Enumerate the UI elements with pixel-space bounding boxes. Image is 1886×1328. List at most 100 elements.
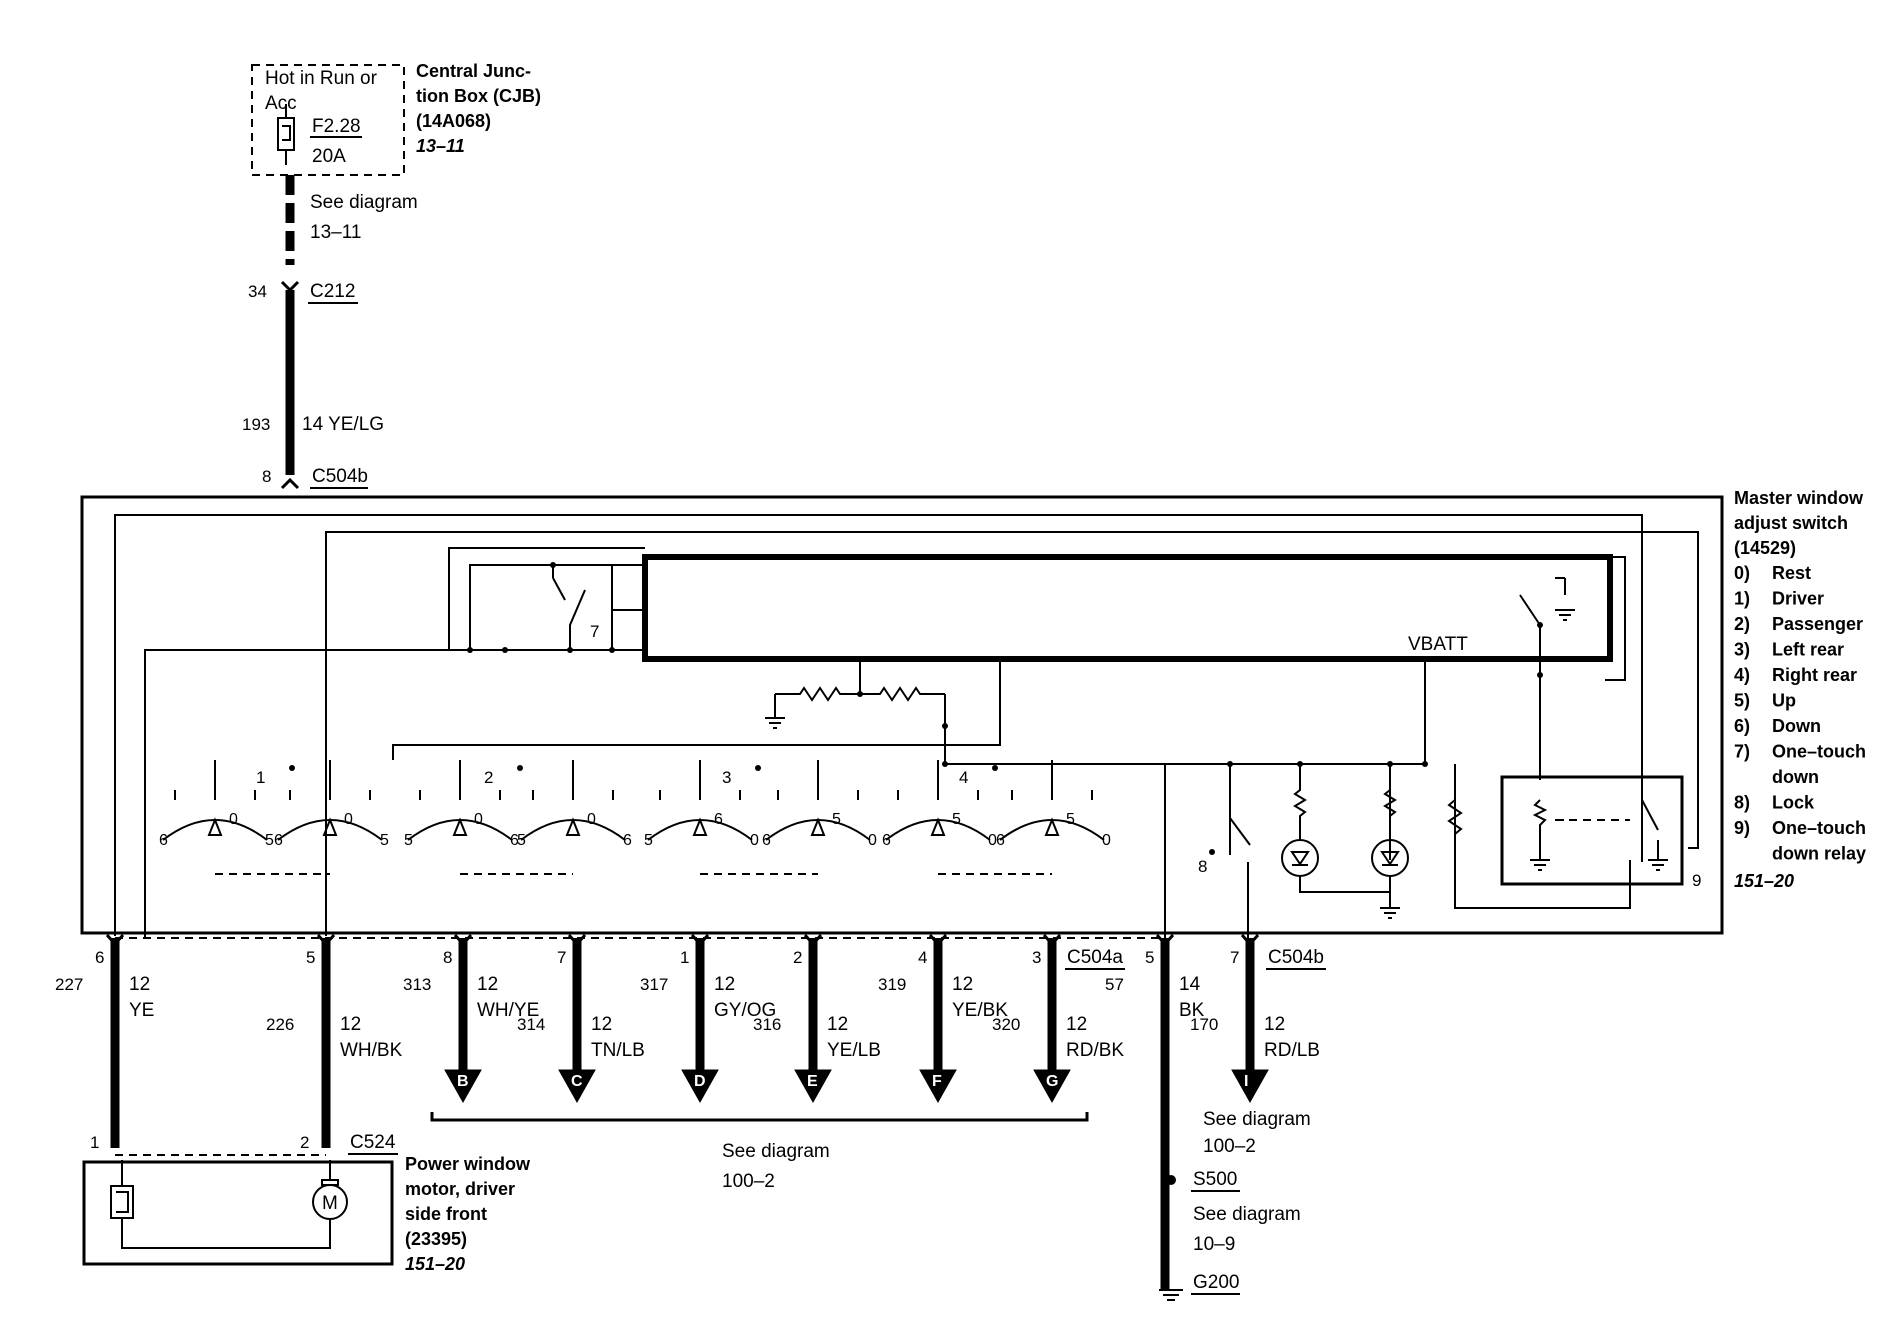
motor-outline [82, 1160, 394, 1266]
lock-switch [1229, 764, 1251, 938]
fuse-id: F2.28 [312, 116, 361, 137]
node [857, 691, 863, 697]
wire-gauge: 12 [591, 1014, 612, 1035]
legend-num: 5) [1734, 691, 1750, 711]
legend-num: 6) [1734, 716, 1750, 736]
led-ground [1299, 876, 1400, 919]
switch-group-label: 4 [959, 768, 968, 787]
see-100-2-line1: See diagram [722, 1141, 830, 1162]
wire-circuit: 314 [517, 1015, 545, 1034]
c504b-top-label: C504b [312, 466, 368, 487]
wire-color: GY/OG [714, 1000, 776, 1021]
circuit-breaker-icon [110, 1185, 134, 1219]
wire-gauge: 12 [129, 974, 150, 995]
wire-connector-mark [567, 934, 587, 947]
legend-text: One–touch [1772, 818, 1866, 838]
wire-pin: 5 [1145, 948, 1154, 967]
wire-gauge: 12 [1264, 1014, 1285, 1035]
rocker-contacts [897, 790, 979, 800]
cjb-see-2: 13–11 [310, 222, 361, 243]
motor-name-2: motor, driver [405, 1179, 515, 1199]
rocker-arc [647, 819, 753, 841]
cjb-ref: 13–11 [416, 136, 465, 156]
bracket [430, 1112, 1089, 1122]
motor-part: (23395) [405, 1229, 467, 1249]
legend-num: 4) [1734, 665, 1750, 685]
see-100-2-right-line1: See diagram [1203, 1109, 1311, 1130]
harness-arrow-letter: I [1244, 1073, 1248, 1090]
rocker-contacts [289, 790, 371, 800]
rocker-blade [810, 760, 826, 836]
wire-pin: 7 [557, 948, 566, 967]
legend-text: Up [1772, 691, 1796, 711]
harness-arrow-letter: D [694, 1073, 706, 1090]
switch-position-label: 5 [1066, 811, 1075, 828]
legend-text: Passenger [1772, 614, 1863, 634]
switch-position-label: 5 [832, 811, 841, 828]
one-touch-switch-7 [552, 565, 613, 650]
motor-name-3: side front [405, 1204, 487, 1224]
relay-resistor [1447, 799, 1631, 909]
legend-num: 0) [1734, 563, 1750, 583]
harness-arrow-letter: F [932, 1073, 942, 1090]
wire-connector-mark [803, 934, 823, 947]
cjb-part: (14A068) [416, 111, 491, 131]
relay-label: 9 [1692, 871, 1701, 890]
power-window-motor: 1 2 C524 M Power window motor, driver si… [82, 1132, 531, 1274]
master-ref: 151–20 [1734, 871, 1794, 891]
harness-arrow-letter: G [1046, 1073, 1058, 1090]
c504a-label: C504a [1067, 947, 1123, 968]
wire-gauge: 12 [477, 974, 498, 995]
switch-position-label: 5 [380, 832, 389, 849]
rocker-arc [885, 819, 991, 841]
rocker-contacts [777, 790, 859, 800]
wire-pin: 5 [306, 948, 315, 967]
cjb-name-2: tion Box (CJB) [416, 86, 541, 106]
switch-position-label: 0 [587, 811, 596, 828]
master-part: (14529) [1734, 538, 1796, 558]
switch-position-label: 6 [882, 832, 891, 849]
switch-position-label: 6 [159, 832, 168, 849]
legend-num: 9) [1734, 818, 1750, 838]
wire-connector-mark [928, 934, 948, 947]
legend-text: Lock [1772, 793, 1815, 813]
c504b-bottom-label: C504b [1268, 947, 1324, 968]
wire-color: YE/LB [827, 1040, 881, 1061]
c504b-top-mark [280, 477, 300, 490]
wire-gauge: 12 [714, 974, 735, 995]
wire-pin: 6 [95, 948, 104, 967]
motor-brush [321, 1160, 339, 1186]
wire-circuit: 57 [1105, 975, 1124, 994]
wire-color: RD/BK [1066, 1040, 1124, 1061]
led-2-symbol [1380, 851, 1400, 866]
harness-arrow-icon [1033, 1069, 1071, 1104]
switch-position-label: 5 [952, 811, 961, 828]
switch-position-label: 6 [714, 811, 723, 828]
wire-connector-mark [105, 934, 125, 947]
c524-label: C524 [350, 1132, 396, 1153]
internal-bus-inner [325, 531, 1699, 936]
internal-bus-outer [114, 514, 1643, 936]
led-1-symbol [1290, 851, 1310, 866]
wire-connector-mark [453, 934, 473, 947]
feed-wire-label: 14 YE/LG [302, 414, 384, 435]
one-touch-relay [1500, 775, 1684, 886]
master-window-switch: 7 VBATT 8 9 [80, 495, 1724, 938]
cjb-dashed-outline [251, 64, 405, 176]
relay-contact [1641, 799, 1668, 871]
switch-7-label: 7 [590, 622, 599, 641]
wire-color: YE/BK [952, 1000, 1008, 1021]
node [1387, 761, 1393, 767]
led-resistor-1 [1293, 764, 1307, 840]
s500-label: S500 [1193, 1169, 1237, 1190]
wire-connector-mark [1240, 934, 1260, 947]
see-100-2-line2: 100–2 [722, 1171, 775, 1192]
rocker-blade [207, 760, 223, 836]
switch-position-label: 0 [868, 832, 877, 849]
harness-arrow-letter: C [571, 1073, 583, 1090]
switch-position-label: 6 [762, 832, 771, 849]
ground-icon [765, 694, 785, 729]
feed-circuit: 193 [242, 415, 270, 434]
